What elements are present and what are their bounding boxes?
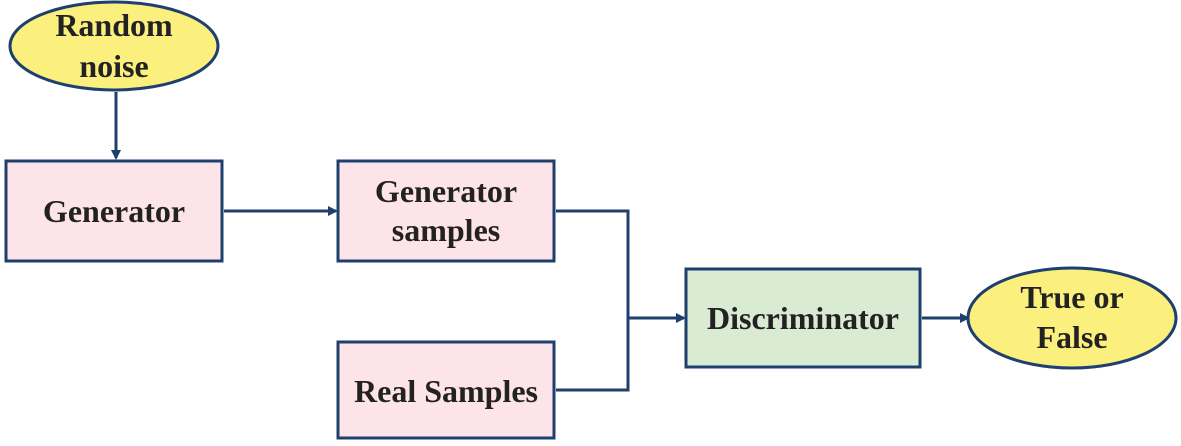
generator-samples-node: Generator samples — [336, 159, 556, 263]
output-node: True or False — [966, 266, 1178, 370]
random-noise-label-line2: noise — [79, 48, 148, 84]
discriminator-box — [684, 267, 922, 369]
generator-samples-label-line1: Generator — [375, 173, 517, 209]
connector-generator-samples — [556, 209, 630, 318]
random-noise-label-line1: Random — [55, 7, 173, 43]
real-samples-node: Real Samples — [336, 340, 556, 440]
generator-samples-label-line2: samples — [392, 212, 500, 248]
real-samples-label: Real Samples — [354, 373, 538, 409]
output-label-line2: False — [1036, 319, 1107, 355]
real-samples-box — [336, 340, 556, 440]
generator-node: Generator — [4, 159, 224, 263]
generator-label: Generator — [43, 193, 185, 229]
connector-real-samples — [556, 318, 630, 392]
generator-samples-box — [336, 159, 556, 263]
discriminator-label: Discriminator — [707, 300, 899, 336]
generator-box — [4, 159, 224, 263]
output-shape — [966, 266, 1178, 370]
discriminator-node: Discriminator — [684, 267, 922, 369]
connectors — [111, 92, 970, 392]
random-noise-shape — [8, 0, 220, 92]
random-noise-node: Random noise — [8, 0, 220, 92]
output-label-line1: True or — [1020, 279, 1123, 315]
